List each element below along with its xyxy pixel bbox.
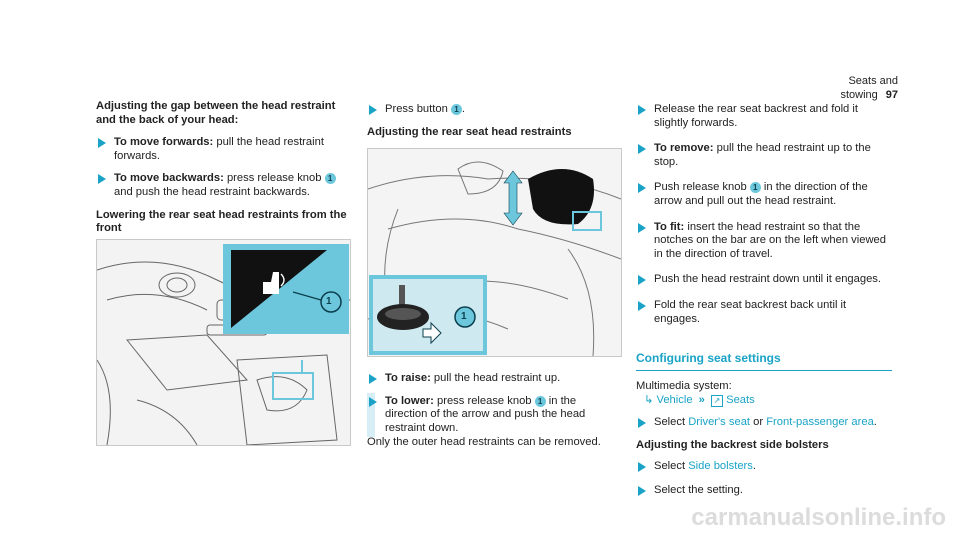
callout-1-icon: 1 [326, 296, 332, 307]
step-select-bolsters: Select Side bolsters. [636, 460, 892, 474]
page-number: 97 [885, 88, 898, 101]
figure-rear-headrest: 1 [367, 148, 622, 357]
callout-1-icon: 1 [450, 104, 462, 115]
step-fit: To fit: insert the head restraint so tha… [636, 221, 892, 262]
heading-lowering-front: Lowering the rear seat head restraints f… [96, 208, 347, 235]
step-arrow-icon [98, 138, 106, 149]
step-arrow-icon [638, 300, 646, 311]
side-bolsters-link[interactable]: Side bolsters [688, 460, 753, 473]
step-select-seat: Select Driver's seat or Front-passenger … [636, 416, 892, 430]
step-push-knob: Push release knob 1 in the direction of … [636, 181, 892, 208]
system-label: Multimedia system: [636, 379, 732, 392]
chevron-double-right-icon: » [698, 394, 705, 407]
step-move-backwards: To move backwards: press release knob 1 … [96, 172, 350, 199]
section-configuring-seat: Configuring seat settings [636, 351, 892, 371]
section-name: Seats and stowing [840, 75, 898, 101]
front-passenger-link[interactable]: Front-passenger area [766, 415, 874, 428]
seat-icon: ↗ [711, 395, 724, 408]
callout-1-icon: 1 [749, 182, 761, 194]
note-outer-restraints: Only the outer head restraints can be re… [367, 436, 601, 449]
step-remove: To remove: pull the head restraint up to… [636, 142, 892, 169]
column-2: Press button 1. Adjusting the rear seat … [367, 100, 621, 143]
step-raise: To raise: pull the head restraint up. [367, 372, 621, 386]
step-arrow-icon [638, 462, 646, 473]
step-release-backrest: Release the rear seat backrest and fold … [636, 103, 892, 130]
step-arrow-icon [638, 183, 646, 194]
drivers-seat-link[interactable]: Driver's seat [688, 415, 751, 428]
callout-1-icon: 1 [461, 311, 467, 322]
heading-rear-adjust: Adjusting the rear seat head restraints [367, 125, 572, 138]
watermark: carmanualsonline.info [691, 504, 946, 532]
step-arrow-icon [638, 417, 646, 428]
nav-seats-link[interactable]: Seats [726, 394, 755, 407]
step-fold-back: Fold the rear seat backrest back until i… [636, 299, 892, 326]
nav-vehicle-link[interactable]: Vehicle [656, 394, 693, 407]
step-select-setting: Select the setting. [636, 484, 892, 498]
step-arrow-icon [369, 396, 377, 407]
step-arrow-icon [638, 222, 646, 233]
column-1: Adjusting the gap between the head restr… [96, 100, 350, 240]
heading-side-bolsters: Adjusting the backrest side bolsters [636, 438, 829, 451]
zoom-panel-knob: 1 [369, 275, 487, 355]
info-bar [367, 392, 375, 438]
callout-1-icon: 1 [534, 395, 546, 407]
step-arrow-icon [369, 105, 377, 115]
callout-1-icon: 1 [324, 173, 336, 185]
column-3: Release the rear seat backrest and fold … [636, 100, 892, 506]
step-lower: To lower: press release knob 1 in the di… [367, 392, 621, 438]
step-arrow-icon [369, 374, 377, 384]
zoom-panel: 1 [223, 244, 349, 334]
step-arrow-icon [98, 174, 106, 185]
step-move-forwards: To move forwards: pull the head restrain… [96, 136, 350, 163]
step-push-down: Push the head restraint down until it en… [636, 273, 892, 287]
arrow-return-icon: ↳ [644, 394, 654, 407]
step-arrow-icon [638, 144, 646, 155]
nav-path: ↳ Vehicle » ↗ Seats [636, 394, 892, 408]
heading-gap-adjust: Adjusting the gap between the head restr… [96, 100, 336, 126]
column-2-lower: To raise: pull the head restraint up. To… [367, 363, 621, 450]
step-arrow-icon [638, 485, 646, 496]
step-press-button: Press button 1. [367, 103, 621, 117]
figure-console-button: 1 [96, 239, 351, 446]
step-arrow-icon [638, 275, 646, 286]
step-arrow-icon [638, 105, 646, 115]
